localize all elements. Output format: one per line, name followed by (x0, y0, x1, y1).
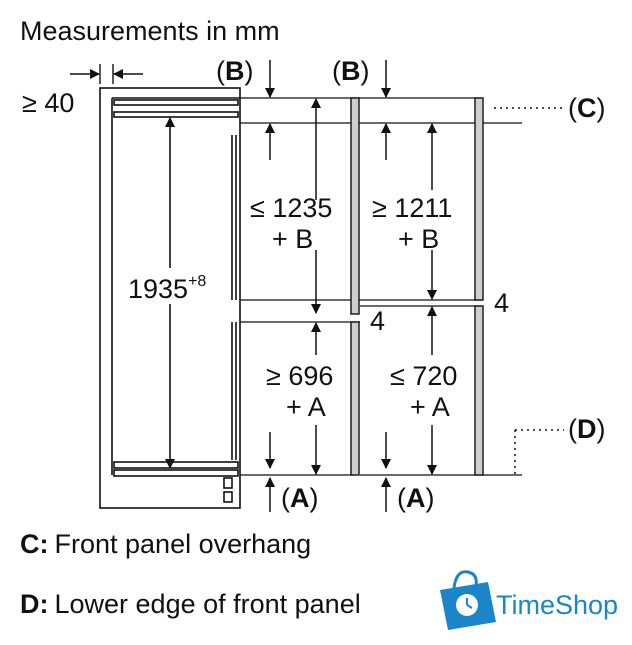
panel-left-upper (350, 97, 360, 315)
diagram-title: Measurements in mm (20, 16, 280, 46)
lower-right-label-2: + A (410, 392, 450, 422)
lower-dimension-arrows (265, 306, 437, 512)
main-height-label-bg (124, 268, 216, 304)
dotted-leaders (494, 107, 564, 475)
cabinet-frame (99, 87, 241, 509)
gap-right-label: 4 (494, 288, 509, 318)
legend-c: C:Front panel overhang (20, 529, 311, 559)
lower-left-label-1: ≥ 696 (266, 361, 333, 391)
upper-right-label-1: ≥ 1211 (372, 193, 452, 223)
a-marker-right: (A) (397, 483, 435, 513)
panel-right-upper (474, 97, 484, 301)
upper-left-label-2: + B (272, 224, 313, 254)
a-marker-left: (A) (281, 483, 319, 513)
panel-left-lower (350, 321, 360, 476)
c-marker: (C) (568, 93, 606, 123)
upper-left-label-1: ≤ 1235 (250, 193, 332, 223)
lower-right-label-1: ≤ 720 (390, 361, 457, 391)
min-gap-label: ≥ 40 (22, 88, 74, 118)
shopping-bag-clock-icon (440, 570, 496, 630)
panel-right-lower (474, 305, 484, 476)
gap-left-label: 4 (370, 306, 385, 336)
b-marker-right: (B) (332, 56, 370, 86)
svg-text:(B): (B) (332, 56, 370, 86)
d-marker: (D) (568, 414, 606, 444)
legend-d: D:Lower edge of front panel (20, 589, 361, 619)
watermark-text: TimeShop (496, 590, 618, 620)
upper-dimension-arrows (311, 98, 437, 314)
svg-text:(B): (B) (216, 56, 254, 86)
door-panels (350, 97, 484, 476)
lower-left-label-2: + A (286, 392, 326, 422)
timeshop-logo: TimeShop (440, 570, 618, 630)
min-gap-arrows (70, 64, 143, 84)
b-arrows (265, 60, 391, 160)
upper-right-label-2: + B (398, 224, 439, 254)
b-marker-left: (B) (216, 56, 254, 86)
main-height-label: 1935+8 (128, 273, 206, 304)
